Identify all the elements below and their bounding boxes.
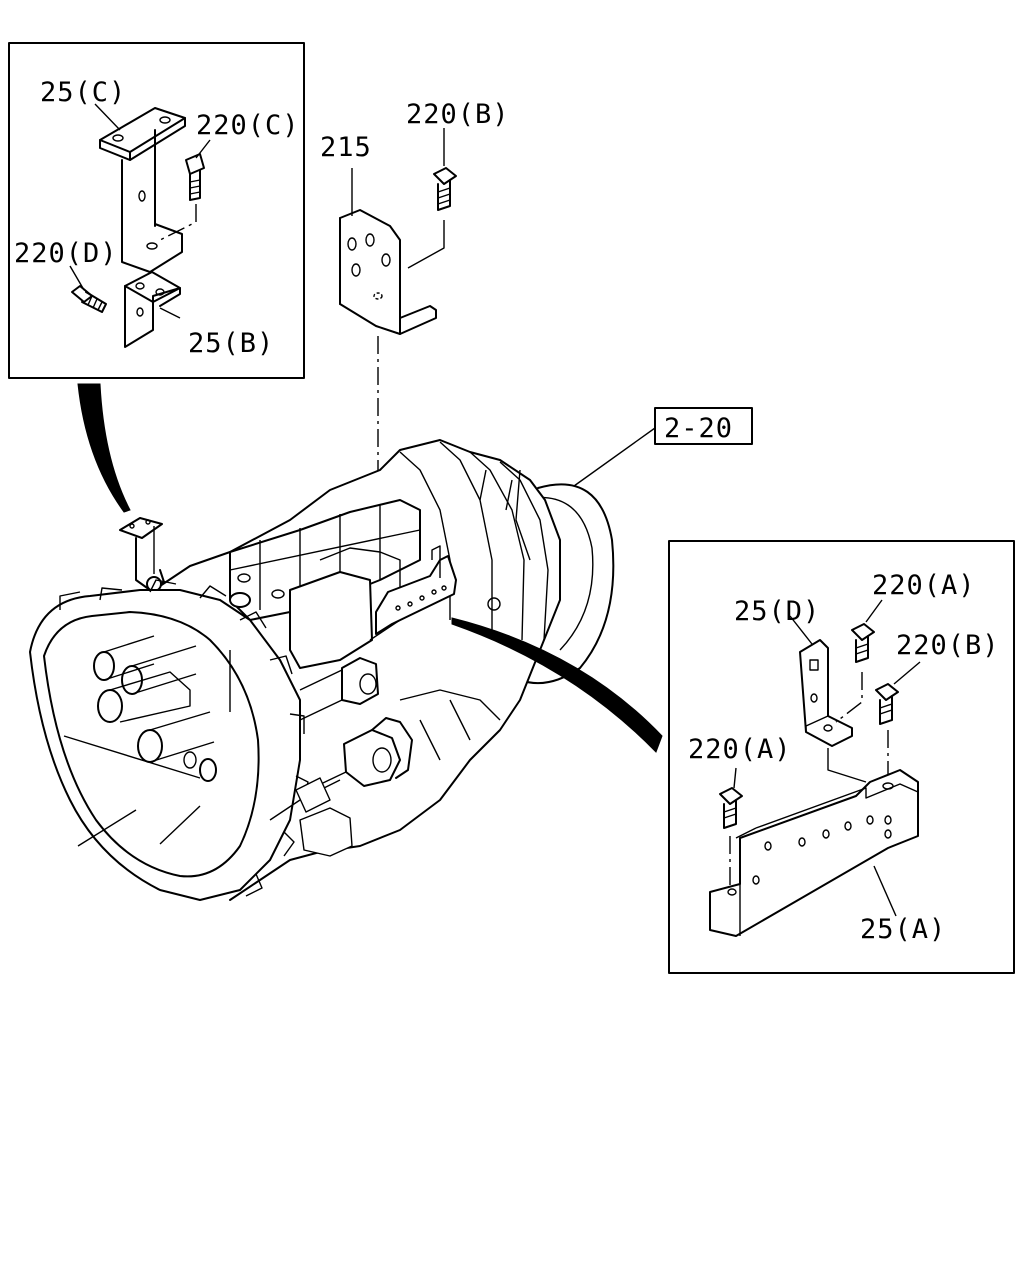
bolt-220c <box>185 153 205 201</box>
bolt-220d <box>71 285 107 313</box>
callout-220c: 220(C) <box>196 110 300 141</box>
callout-220b-right: 220(B) <box>896 630 1000 661</box>
detail-inset-top-left: 25(C) 220(C) 220(D) 25(B) <box>8 42 305 379</box>
bolt-220a-left <box>719 787 743 829</box>
callout-25d: 25(D) <box>734 596 820 627</box>
reference-box: 2-20 <box>573 407 753 487</box>
callout-25a: 25(A) <box>860 914 946 945</box>
bracket-215 <box>339 209 437 335</box>
bracket-25a <box>709 769 919 937</box>
callout-25c: 25(C) <box>40 77 126 108</box>
bracket-25d <box>799 639 853 747</box>
bracket-25b <box>124 271 181 348</box>
pointer-arrow-right <box>451 617 663 753</box>
bolt-220b-top <box>433 167 457 211</box>
bolt-220b-right <box>875 683 899 725</box>
detail-inset-bottom-right: 25(D) 220(A) 220(B) 220(A) 25(A) <box>668 540 1015 974</box>
transmission-assembly <box>29 439 615 901</box>
pointer-arrow-top-left <box>77 383 131 513</box>
bolt-220a-top <box>851 623 875 663</box>
bracket-25c <box>99 107 186 273</box>
callout-220d: 220(D) <box>14 238 118 269</box>
reference-label: 2-20 <box>664 413 733 444</box>
callout-215: 215 <box>320 132 372 163</box>
callout-220b-top: 220(B) <box>406 99 510 130</box>
callout-25b: 25(B) <box>188 328 274 359</box>
callout-220a-left: 220(A) <box>688 734 792 765</box>
callout-220a-top: 220(A) <box>872 570 976 601</box>
